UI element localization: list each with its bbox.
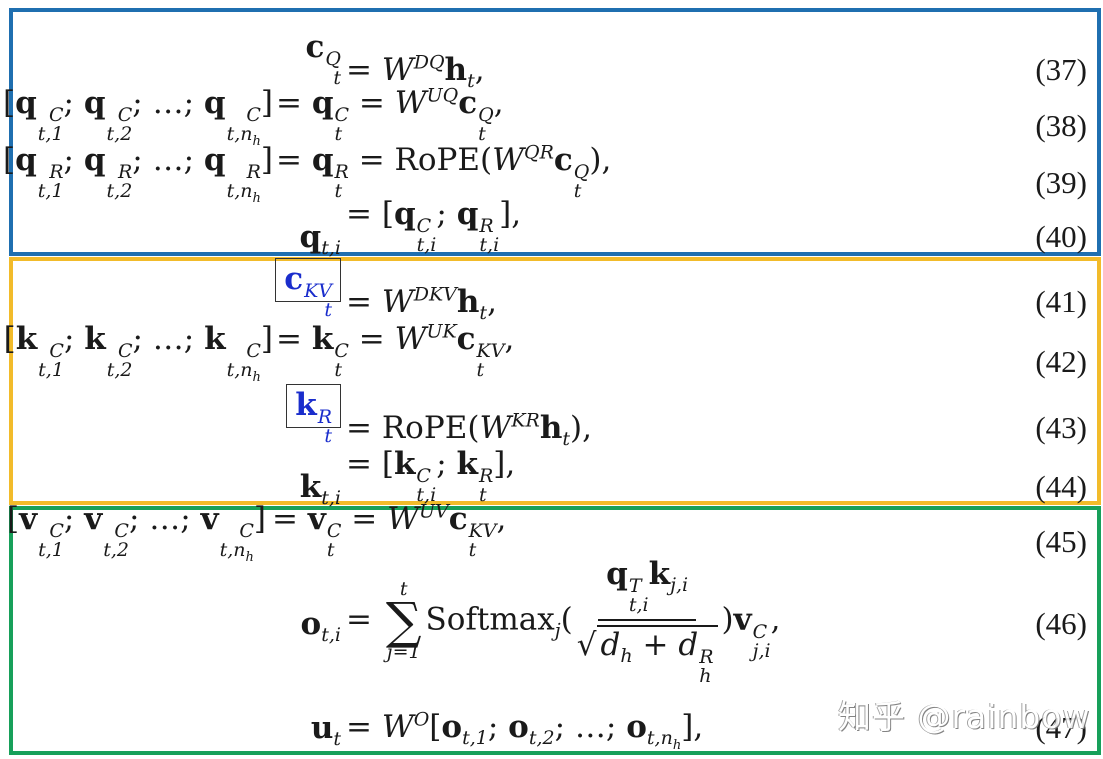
eq40-lhs: qt,i <box>299 219 341 260</box>
zhihu-watermark: 知乎 @rainbow <box>838 697 1091 736</box>
eq37-rhs: = WDQht, <box>346 51 485 93</box>
eq38-number: (38) <box>1035 108 1087 143</box>
eq41-number: (41) <box>1035 284 1087 319</box>
eq43-number: (43) <box>1035 410 1087 445</box>
query-equations-box <box>9 8 1101 256</box>
value-output-equations-box <box>9 506 1101 755</box>
eq42-number: (42) <box>1035 344 1087 379</box>
eq43-rhs: = RoPE(WKRht), <box>346 409 592 451</box>
key-equations-box <box>9 257 1101 505</box>
eq46-number: (46) <box>1035 606 1087 641</box>
eq46-lhs: ot,i <box>300 606 341 647</box>
eq47-lhs: ut <box>310 710 341 751</box>
eq39-number: (39) <box>1035 165 1087 200</box>
eq37-number: (37) <box>1035 52 1087 87</box>
equation-47: ut = WO[ot,1; ot,2; …; ot,nh], (47) <box>0 698 1103 753</box>
eq47-rhs: = WO[ot,1; ot,2; …; ot,nh], <box>346 708 704 753</box>
eq40-number: (40) <box>1035 219 1087 254</box>
eq47-number: (47) <box>1035 710 1087 745</box>
eq44-number: (44) <box>1035 469 1087 504</box>
summation: t ∑ j=1 <box>385 578 422 663</box>
eq44-lhs: kt,i <box>299 469 341 510</box>
eq45-number: (45) <box>1035 524 1087 559</box>
eq41-rhs: = WDKVht, <box>346 283 497 325</box>
